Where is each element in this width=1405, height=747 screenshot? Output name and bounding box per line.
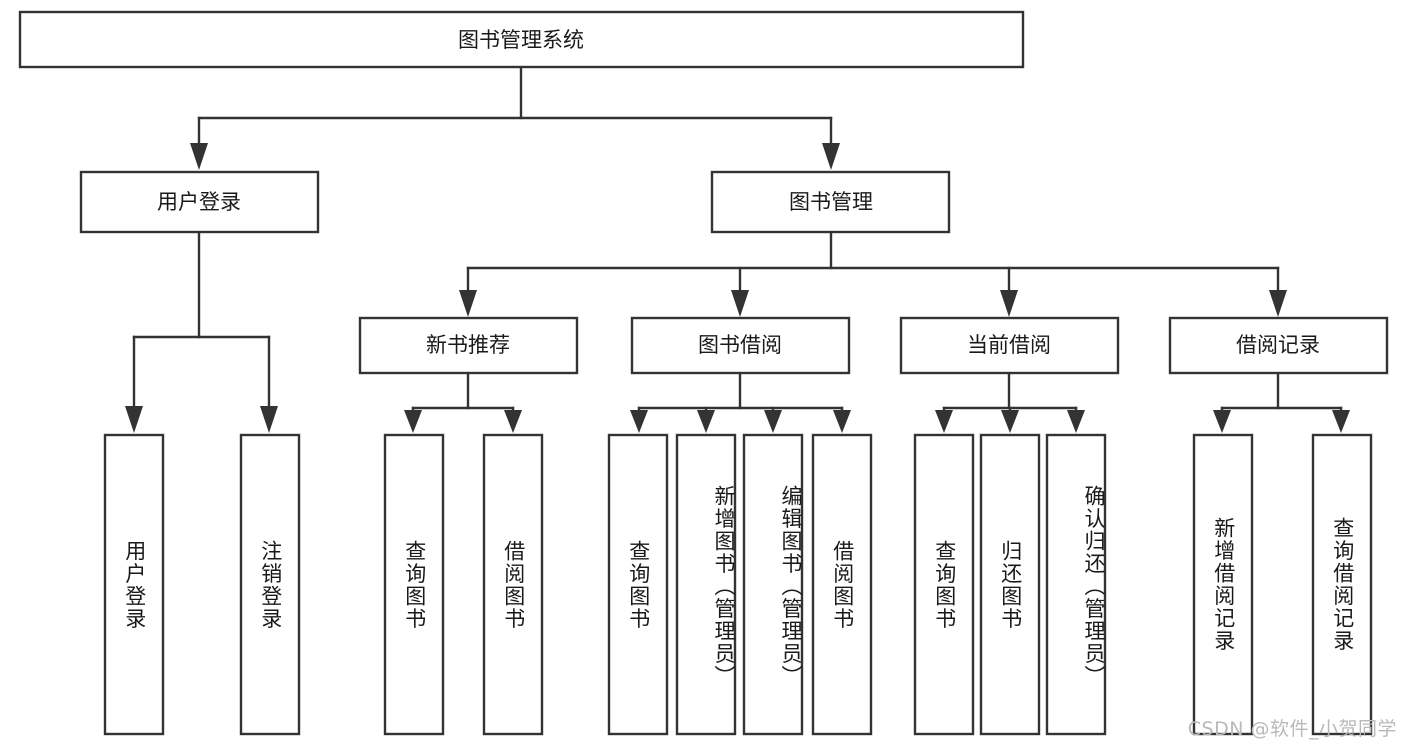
node-leaf-add-book[interactable] — [675, 433, 737, 736]
node-new-book-recommend-label: 新书推荐 — [426, 333, 510, 357]
node-root[interactable]: 图书管理系统 — [18, 10, 1025, 69]
node-book-manage-label: 图书管理 — [789, 190, 873, 214]
node-leaf-borrow-book-1[interactable] — [482, 433, 544, 736]
node-user-login-label: 用户登录 — [157, 190, 241, 214]
connector-borrowrecord-to-leaves — [1213, 371, 1350, 433]
node-new-book-recommend[interactable]: 新书推荐 — [358, 316, 579, 375]
node-leaf-query-book-1[interactable] — [383, 433, 445, 736]
node-book-borrow-label: 图书借阅 — [698, 333, 782, 357]
node-leaf-add-record[interactable] — [1192, 433, 1254, 736]
node-user-login[interactable]: 用户登录 — [79, 170, 320, 234]
connector-bookborrow-to-leaves — [630, 371, 851, 433]
connector-root-to-level2 — [190, 65, 840, 170]
node-current-borrow-label: 当前借阅 — [967, 333, 1051, 357]
node-leaf-query-record[interactable] — [1311, 433, 1373, 736]
node-book-manage[interactable]: 图书管理 — [710, 170, 951, 234]
node-borrow-record-label: 借阅记录 — [1236, 333, 1320, 357]
node-book-borrow[interactable]: 图书借阅 — [630, 316, 851, 375]
connector-bookmanage-to-level3 — [459, 230, 1287, 317]
node-leaf-edit-book[interactable] — [742, 433, 804, 736]
node-leaf-user-login[interactable] — [103, 433, 165, 736]
node-root-label: 图书管理系统 — [458, 28, 584, 52]
node-leaf-return-book[interactable] — [979, 433, 1041, 736]
node-current-borrow[interactable]: 当前借阅 — [899, 316, 1120, 375]
csdn-watermark: CSDN @软件_小贺同学 — [1187, 718, 1397, 740]
connector-userlogin-to-leaves — [125, 230, 278, 433]
connector-currentborrow-to-leaves — [935, 371, 1085, 433]
node-leaf-query-book-3[interactable] — [913, 433, 975, 736]
node-borrow-record[interactable]: 借阅记录 — [1168, 316, 1389, 375]
node-leaf-borrow-book-2[interactable] — [811, 433, 873, 736]
node-leaf-query-book-2[interactable] — [607, 433, 669, 736]
connector-newbook-to-leaves — [404, 371, 522, 433]
node-leaf-user-logout[interactable] — [239, 433, 301, 736]
node-leaf-confirm-return[interactable] — [1045, 433, 1107, 736]
